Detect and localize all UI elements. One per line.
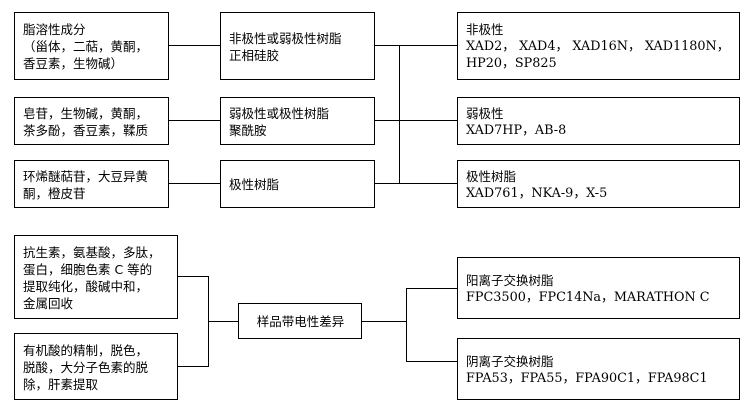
resin-row1-item1: XAD2， XAD4， XAD16N， XAD1180N， <box>466 39 730 54</box>
cation-resin-item1: FPC3500，FPC14Na，MARATHON C <box>466 289 710 305</box>
resin-row1-item2: HP20，SP825 <box>466 56 557 71</box>
resin-row3-heading: 极性树脂 <box>466 168 517 184</box>
resin-box-row2: 弱极性 XAD7HP，AB-8 <box>457 97 740 145</box>
connector-row1-bus-to-resin <box>400 45 457 47</box>
sample-box-lower2: 有机酸的精制，脱色， 脱酸，大分子色素的脱 除，肝素提取 <box>14 333 178 400</box>
sample-box-row1: 脂溶性成分 （甾体，二萜，黄酮， 香豆素，生物碱） <box>14 12 169 80</box>
connector-lower-right-bracket <box>406 288 408 362</box>
connector-bracket-to-anion-resin <box>406 361 457 363</box>
sample-box-row2: 皂苷，生物碱，黄酮， 茶多酚，香豆素，鞣质 <box>14 97 169 145</box>
hub-label: 样品带电性差异 <box>256 314 345 329</box>
method-row3-line1: 极性树脂 <box>229 177 280 192</box>
sample-lower1-line4: 金属回收 <box>23 295 74 311</box>
connector-hub-to-right-bracket <box>362 321 407 323</box>
sample-lower1-line1: 抗生素，氨基酸，多肽， <box>23 244 161 260</box>
connector-bracket-to-cation-resin <box>406 288 457 290</box>
connector-row1-method-to-bus <box>375 45 400 47</box>
sample-lower1-line2: 蛋白，细胞色素 C 等的 <box>23 261 153 277</box>
connector-bracket-to-hub <box>208 321 238 323</box>
resin-row1-heading: 非极性 <box>466 22 504 37</box>
sample-box-row3: 环烯醚萜苷，大豆异黄 酮，橙皮苷 <box>14 160 169 208</box>
connector-row2-sample-to-method <box>169 120 220 122</box>
sample-row2-line1: 皂苷，生物碱，黄酮， <box>23 105 149 121</box>
resin-box-row3: 极性树脂 XAD761，NKA-9，X-5 <box>457 160 740 208</box>
sample-row1-line1: 脂溶性成分 <box>23 22 86 37</box>
sample-box-lower1: 抗生素，氨基酸，多肽， 蛋白，细胞色素 C 等的 提取纯化，酸碱中和， 金属回收 <box>14 235 178 319</box>
sample-row1-line3: 香豆素，生物碱） <box>23 56 124 71</box>
sample-row1-line2: （甾体，二萜，黄酮， <box>23 39 149 54</box>
connector-row3-method-to-bus <box>375 183 400 185</box>
cation-resin-heading: 阳离子交换树脂 <box>466 272 554 288</box>
anion-resin-heading: 阴离子交换树脂 <box>466 353 554 369</box>
resin-row3-item1: XAD761，NKA-9，X-5 <box>466 185 608 201</box>
connector-row1-sample-to-method <box>169 45 220 47</box>
sample-lower2-line1: 有机酸的精制，脱色， <box>23 342 149 358</box>
connector-row3-bus-to-resin <box>400 183 457 185</box>
resin-row2-item1: XAD7HP，AB-8 <box>466 122 567 138</box>
resin-box-anion-exchange: 阴离子交换树脂 FPA53，FPA55，FPA90C1，FPA98C1 <box>457 338 740 400</box>
sample-lower2-line3: 除，肝素提取 <box>23 376 99 392</box>
sample-lower1-line3: 提取纯化，酸碱中和， <box>23 278 149 294</box>
sample-row2-line2: 茶多酚，香豆素，鞣质 <box>23 122 149 138</box>
method-box-row2: 弱极性或极性树脂 聚酰胺 <box>220 97 375 145</box>
connector-row2-bus-to-resin <box>400 120 457 122</box>
sample-row3-line1: 环烯醚萜苷，大豆异黄 <box>23 168 149 184</box>
connector-row2-method-to-bus <box>375 120 400 122</box>
resin-row2-heading: 弱极性 <box>466 105 504 121</box>
method-row1-line2: 正相硅胶 <box>229 47 280 63</box>
resin-box-cation-exchange: 阳离子交换树脂 FPC3500，FPC14Na，MARATHON C <box>457 257 740 319</box>
sample-lower2-line2: 脱酸，大分子色素的脱 <box>23 359 149 375</box>
method-row2-line2: 聚酰胺 <box>229 122 267 138</box>
connector-lower1-to-bracket <box>178 276 209 278</box>
method-box-row1: 非极性或弱极性树脂 正相硅胶 <box>220 12 375 80</box>
connector-upper-vertical-bus <box>399 45 401 184</box>
hub-box-charge-difference: 样品带电性差异 <box>238 303 362 339</box>
connector-row3-sample-to-method <box>169 183 220 185</box>
anion-resin-item1: FPA53，FPA55，FPA90C1，FPA98C1 <box>466 370 708 386</box>
sample-row3-line2: 酮，橙皮苷 <box>23 185 86 201</box>
method-row2-line1: 弱极性或极性树脂 <box>229 105 330 121</box>
resin-box-row1: 非极性 XAD2， XAD4， XAD16N， XAD1180N， HP20，S… <box>457 12 740 80</box>
method-row1-line1: 非极性或弱极性树脂 <box>229 30 342 46</box>
method-box-row3: 极性树脂 <box>220 160 375 208</box>
connector-lower2-to-bracket <box>178 366 209 368</box>
